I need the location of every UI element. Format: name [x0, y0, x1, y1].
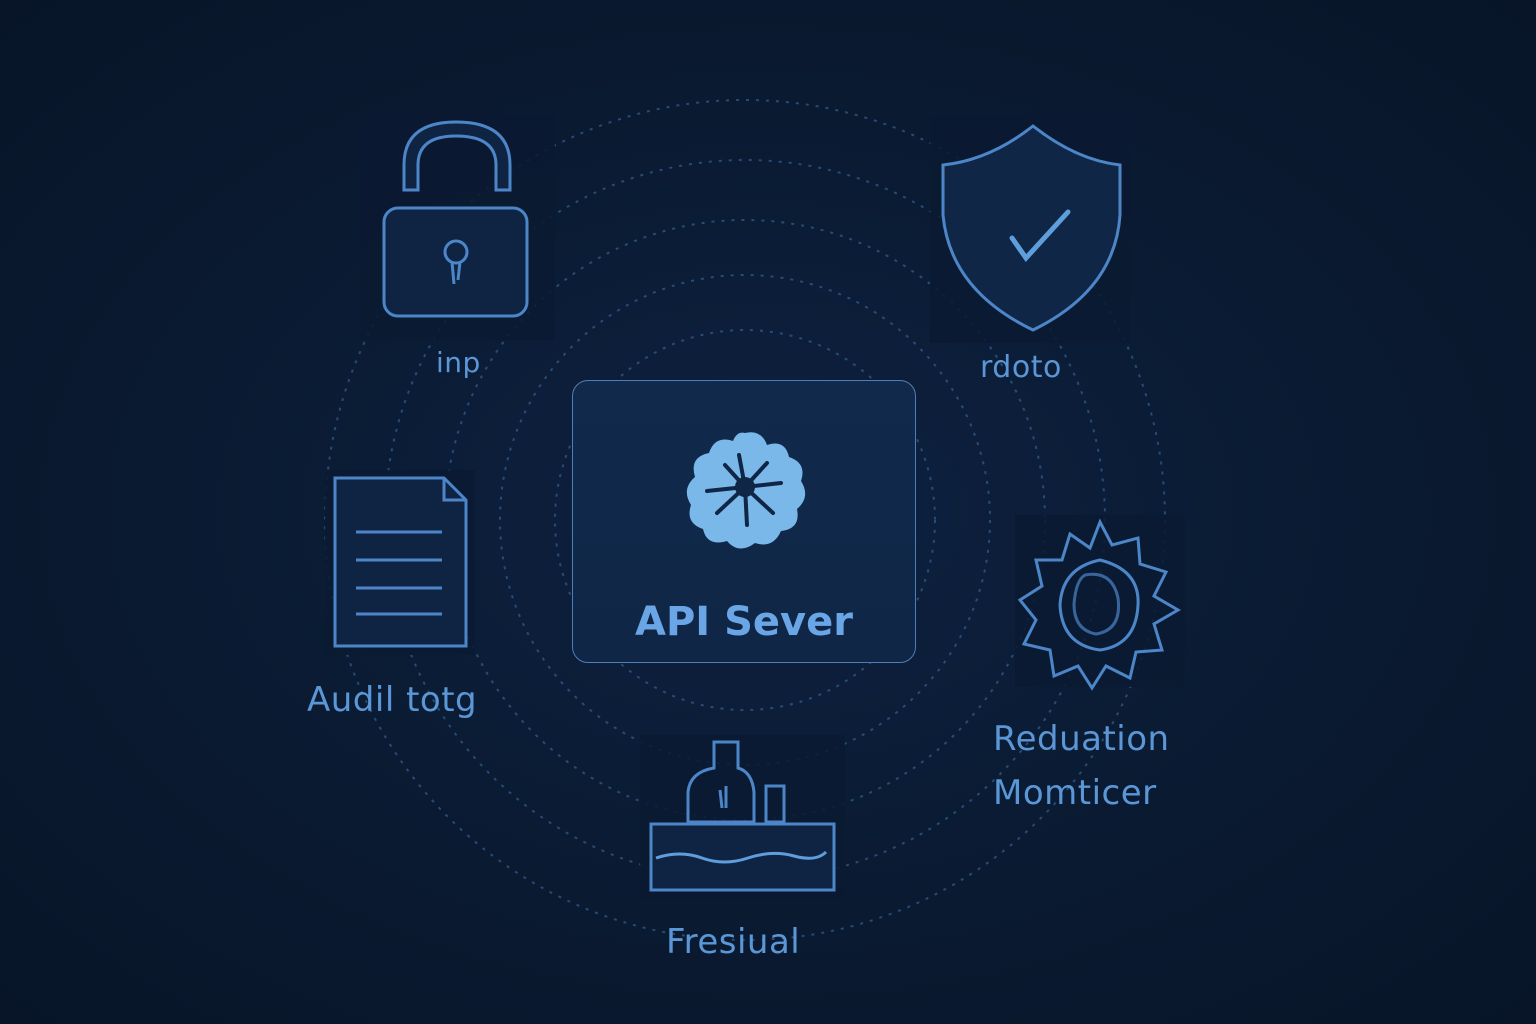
shield-check-icon [941, 124, 1122, 332]
gear-blob-icon [686, 432, 806, 549]
document-icon [333, 476, 468, 648]
node-label-right-line1: Reduation [993, 719, 1170, 759]
padlock-icon [382, 120, 529, 318]
api-server-title: API Sever [635, 599, 853, 645]
node-label-right: Reduation Momticer [993, 712, 1170, 820]
node-label-top-right: rdoto [980, 350, 1062, 385]
node-label-right-line2: Momticer [993, 773, 1157, 813]
gear-icon [1017, 518, 1181, 691]
api-server-card[interactable]: API Sever [572, 380, 916, 663]
factory-icon [649, 740, 836, 892]
orbit-ring [554, 329, 936, 711]
node-label-top-left: inp [436, 346, 481, 379]
node-label-left: Audil totg [307, 680, 478, 720]
node-label-bottom: Fresiual [666, 922, 801, 962]
orbit-ring [499, 274, 991, 766]
